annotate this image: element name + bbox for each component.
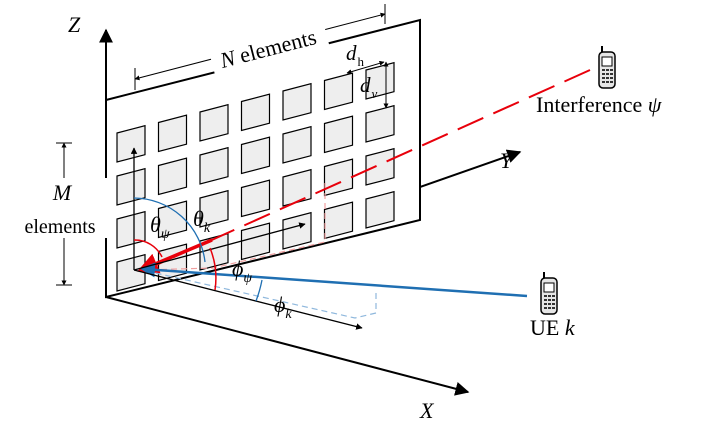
phi-psi-label: ϕψ (232, 256, 252, 286)
ue-label: UE k (530, 315, 576, 340)
antenna-element (282, 82, 312, 121)
antenna-element (157, 157, 188, 196)
x-axis (105, 296, 470, 396)
phi-k-label: ϕk (274, 292, 292, 322)
antenna-element (282, 211, 312, 250)
m-label: M (52, 180, 73, 205)
theta-k-label: θk (193, 206, 211, 236)
z-axis-label: Z (68, 12, 81, 37)
theta-psi-arc (133, 239, 163, 258)
local-x-arrow (133, 269, 363, 330)
ue-phone-icon (540, 272, 558, 315)
m-elements-label: elements (24, 216, 95, 238)
m-label-backdrop (10, 178, 108, 238)
antenna-element (240, 93, 271, 132)
ue-incoming-ray (140, 262, 528, 298)
phi-psi-arc (209, 247, 217, 291)
interference-label: Interference ψ (536, 92, 662, 117)
antenna-element (282, 125, 312, 164)
antenna-element (199, 189, 229, 228)
n-label-backdrop (208, 21, 330, 75)
dh-dimension-line (346, 60, 385, 75)
y-axis-label: Y (500, 148, 515, 173)
antenna-element (323, 115, 354, 154)
ue-projection-lines (141, 269, 377, 319)
theta-k-arc (133, 197, 206, 263)
theta-psi-label: θψ (150, 212, 170, 242)
antenna-element (116, 124, 146, 163)
antenna-element (199, 146, 229, 185)
antenna-element (116, 210, 146, 249)
dv-label: dv (360, 73, 378, 101)
antenna-element (116, 167, 146, 206)
interference-phone-icon (598, 46, 616, 89)
antenna-element (240, 136, 271, 175)
antenna-element (157, 114, 188, 153)
antenna-element (365, 190, 395, 229)
phi-k-arc (255, 279, 263, 302)
dh-label: dh (346, 41, 365, 69)
antenna-element (240, 179, 271, 218)
local-y-arrow (133, 222, 306, 271)
antenna-element (282, 168, 312, 207)
antenna-element (199, 103, 229, 142)
antenna-element (365, 147, 395, 186)
antenna-element (157, 200, 188, 239)
interference-incoming-ray (144, 69, 591, 271)
x-axis-label: X (419, 398, 435, 423)
antenna-element (240, 222, 271, 261)
